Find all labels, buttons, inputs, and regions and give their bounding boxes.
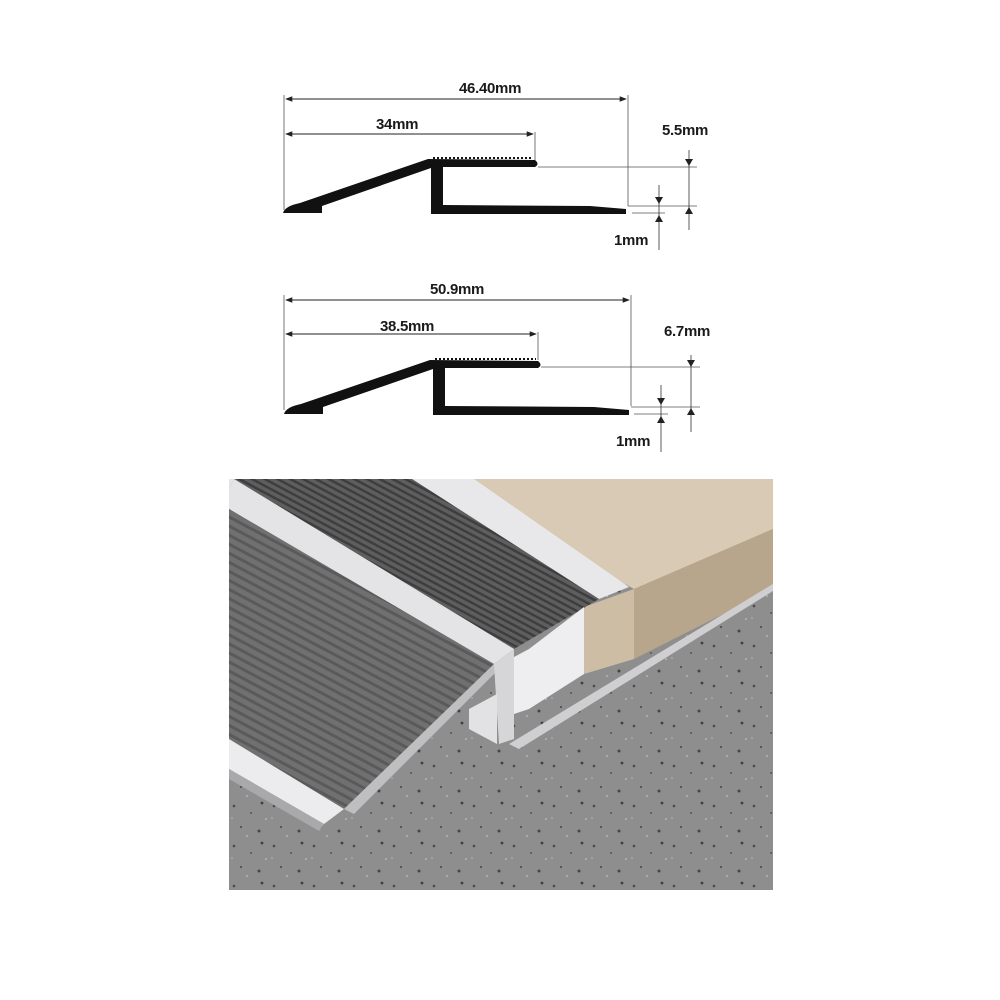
top-width-label: 34mm	[376, 116, 419, 133]
height-label: 5.5mm	[662, 122, 709, 139]
installation-drawing	[229, 479, 773, 890]
top-width-label: 38.5mm	[380, 318, 435, 335]
profile-1-drawing	[283, 95, 697, 250]
base-thickness-label: 1mm	[616, 433, 651, 450]
profile-2-drawing	[283, 295, 700, 452]
overall-width-label: 46.40mm	[459, 80, 522, 97]
base-thickness-label: 1mm	[614, 232, 649, 249]
overall-width-label: 50.9mm	[430, 281, 485, 298]
height-label: 6.7mm	[664, 323, 711, 340]
installation-illustration	[229, 479, 773, 890]
